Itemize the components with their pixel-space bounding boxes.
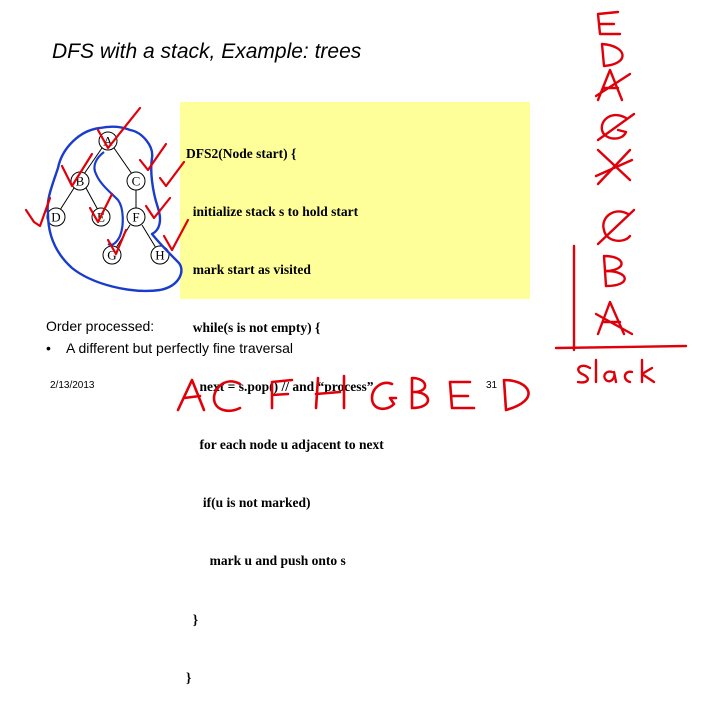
stack-letter-x (594, 148, 634, 186)
ink-letter-c (212, 380, 242, 412)
check-mark-b (60, 152, 94, 188)
check-mark-f (144, 196, 172, 220)
handwritten-stack-ink (554, 10, 688, 384)
svg-text:F: F (132, 210, 139, 225)
stack-letter-g (596, 112, 636, 142)
bullet-dot: • (46, 340, 51, 356)
check-mark-extra (158, 160, 186, 188)
svg-text:C: C (132, 174, 141, 189)
code-line: mark start as visited (186, 262, 311, 278)
stack-label-ink (576, 358, 656, 384)
check-mark-h (162, 218, 190, 252)
ink-letter-a (176, 378, 206, 412)
diagram-canvas: A B C D E F G H (24, 10, 688, 412)
stack-letter-a (594, 68, 632, 102)
code-line: DFS2(Node start) { (186, 145, 297, 161)
edge-b-e (85, 187, 99, 211)
stack-letter-c (596, 208, 636, 246)
svg-text:D: D (51, 210, 60, 225)
code-line: } (186, 611, 199, 627)
tree-edges (59, 147, 157, 249)
slide-date: 2/13/2013 (50, 380, 95, 391)
bullet-text: A different but perfectly fine traversal (66, 340, 293, 356)
stack-base-line (554, 344, 688, 350)
ink-letter-e (448, 380, 476, 410)
ink-letter-f (270, 378, 294, 410)
tree-node-h: H (150, 245, 170, 265)
traversal-outline-ink-inner (93, 151, 124, 246)
stack-letter-d (600, 42, 624, 68)
stack-letter-b (602, 254, 626, 288)
ink-letter-g (370, 381, 398, 411)
edge-b-d (59, 187, 75, 211)
bullet-item: • A different but perfectly fine traversa… (46, 340, 293, 356)
slide-title: DFS with a stack, Example: trees (52, 40, 362, 63)
check-marks-ink (24, 106, 190, 256)
order-processed-label: Order processed: (46, 318, 155, 334)
slide-page-number: 31 (486, 380, 498, 391)
ink-letter-b (410, 376, 430, 410)
code-block: DFS2(Node start) { initialize stack s to… (180, 102, 530, 685)
edge-a-b (83, 147, 103, 175)
code-line: for each node u adjacent to next (186, 436, 384, 452)
svg-text:B: B (76, 174, 85, 189)
check-mark-a (96, 106, 142, 150)
code-line: } (186, 669, 192, 685)
edge-f-h (141, 224, 157, 249)
tree-node-f: F (126, 207, 146, 227)
stack-letter-e (596, 10, 622, 36)
ink-letter-d (502, 378, 530, 412)
code-line: initialize stack s to hold start (186, 204, 359, 220)
code-line: if(u is not marked) (186, 495, 311, 511)
handwritten-order-ink (176, 374, 530, 412)
code-line: next = s.pop() // and “process” (186, 378, 374, 394)
edge-a-c (113, 147, 133, 175)
check-mark-g (106, 228, 128, 256)
tree-node-a: A (98, 131, 118, 151)
check-mark-d (24, 196, 52, 228)
svg-text:A: A (103, 134, 113, 149)
tree-node-c: C (126, 171, 146, 191)
check-mark-e (88, 192, 114, 224)
check-mark-c (138, 142, 168, 172)
svg-text:H: H (155, 248, 164, 263)
stack-letter-a-crossed (594, 300, 634, 336)
svg-text:G: G (107, 248, 116, 263)
code-line: while(s is not empty) { (186, 320, 321, 336)
code-line: mark u and push onto s (186, 553, 346, 569)
ink-letter-h (314, 374, 346, 410)
